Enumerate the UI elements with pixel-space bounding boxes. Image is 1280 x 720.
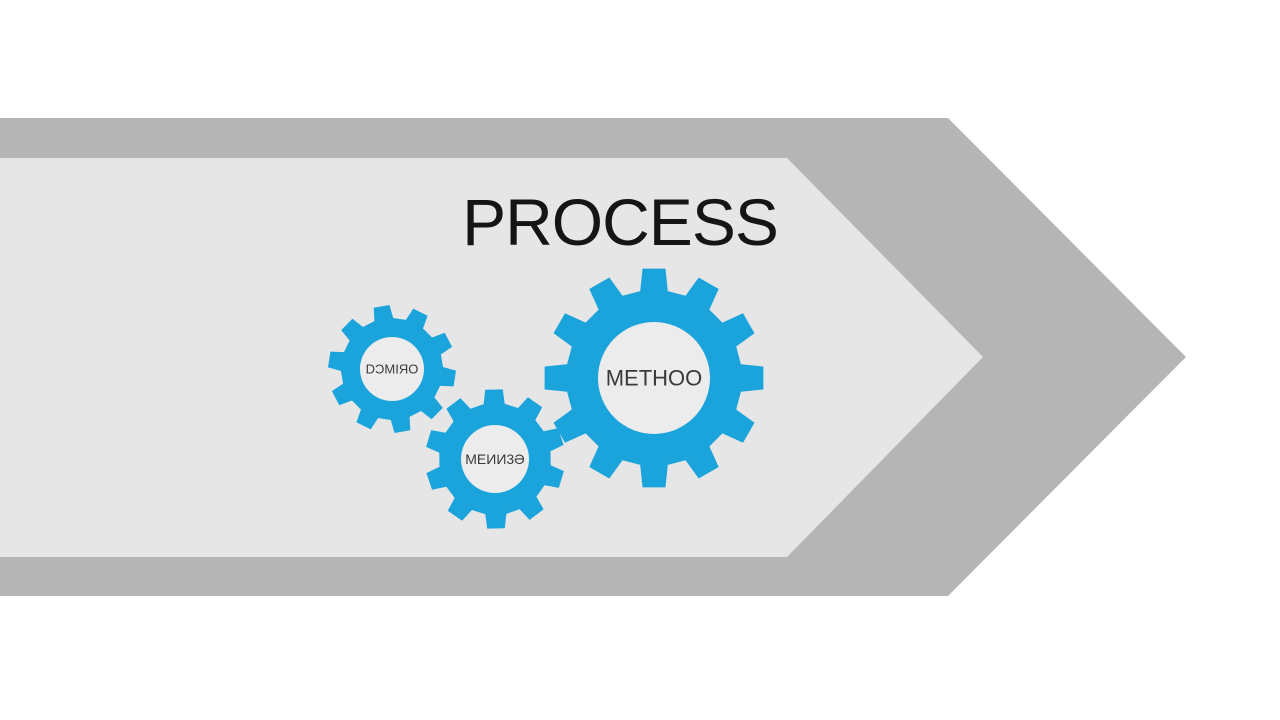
diagram-title: PROCESS — [462, 185, 778, 259]
middle-gear-icon: MEИИ3Ә — [426, 389, 564, 529]
inner-arrow-shape — [0, 158, 983, 557]
small-gear-icon: DƆMIЯO — [328, 305, 456, 433]
middle-gear-label: MEИИ3Ә — [465, 451, 524, 467]
large-gear-icon: METHOO — [544, 268, 764, 488]
large-gear-label: METHOO — [606, 366, 703, 391]
small-gear-label: DƆMIЯO — [366, 362, 419, 377]
